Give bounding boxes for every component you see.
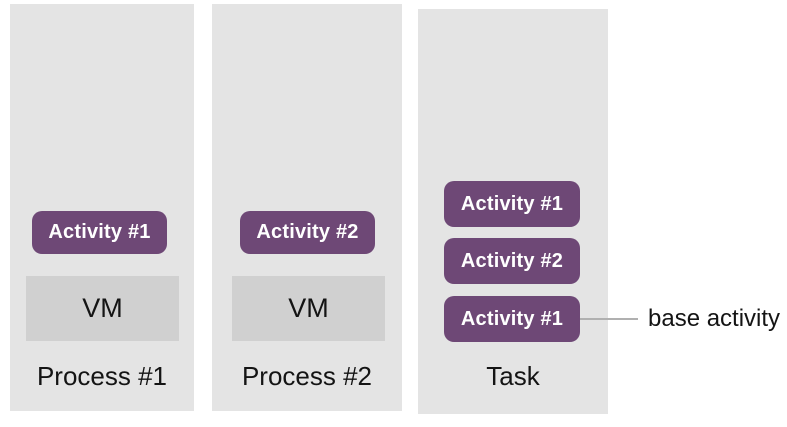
process-2-vm-box: VM: [232, 276, 385, 341]
process-1-label: Process #1: [36, 361, 168, 391]
task-base-activity-box: Activity #1: [444, 296, 580, 342]
process-1-column: Activity #1 VM Process #1: [10, 4, 194, 411]
base-activity-annotation: base activity: [648, 305, 781, 332]
process-1-activity-box: Activity #1: [32, 211, 167, 254]
task-activity-box-2: Activity #2: [444, 238, 580, 284]
task-column: Activity #1 Activity #2 Activity #1 Task: [418, 9, 608, 414]
process-2-label: Process #2: [241, 361, 373, 391]
task-label: Task: [486, 361, 540, 391]
process-2-activity-box: Activity #2: [240, 211, 375, 254]
process-2-column: Activity #2 VM Process #2: [212, 4, 402, 411]
connector-line: [580, 318, 638, 320]
process-1-vm-box: VM: [26, 276, 179, 341]
task-activity-box-1: Activity #1: [444, 181, 580, 227]
